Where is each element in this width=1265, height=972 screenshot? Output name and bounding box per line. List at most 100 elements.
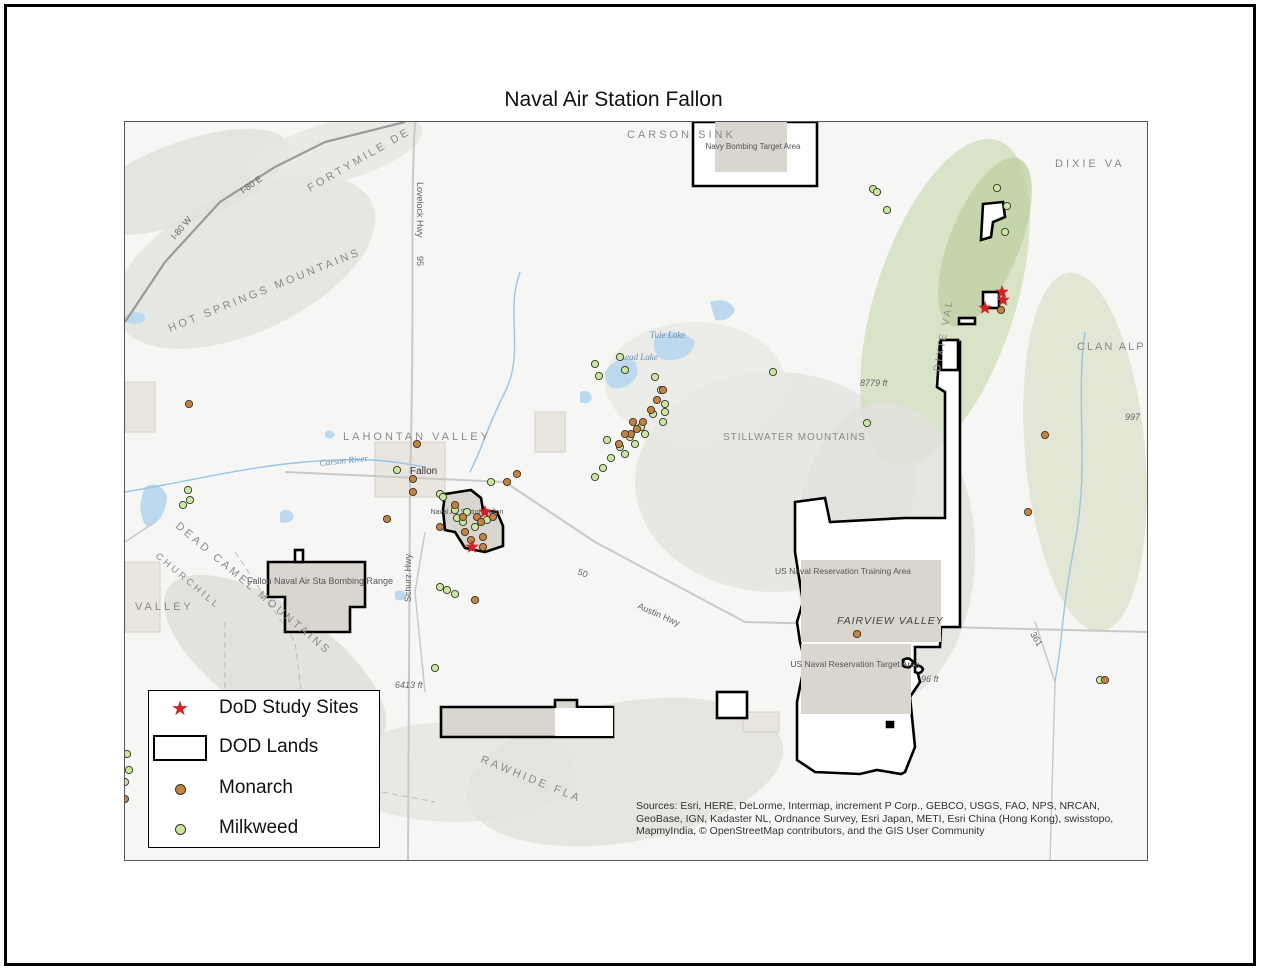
milkweed-point — [438, 492, 448, 502]
legend-label-study-sites: DoD Study Sites — [219, 697, 359, 718]
milkweed-point — [598, 463, 608, 473]
milkweed-point — [1000, 227, 1010, 237]
monarch-point — [1040, 430, 1050, 440]
milkweed-point — [392, 465, 402, 475]
legend-monarch-dot-icon — [149, 771, 211, 807]
label-valley: VALLEY — [135, 601, 194, 613]
milkweed-point — [1002, 201, 1012, 211]
monarch-point — [478, 532, 488, 542]
milkweed-point — [590, 359, 600, 369]
monarch-point — [628, 417, 638, 427]
milkweed-point — [125, 765, 134, 775]
legend-row-milkweed: Milkweed — [149, 811, 379, 847]
label-us-naval-training: US Naval Reservation Training Area — [775, 566, 911, 576]
milkweed-point — [470, 522, 480, 532]
label-peak-96: 96 ft — [921, 674, 939, 684]
monarch-point — [466, 535, 476, 545]
monarch-point — [470, 595, 480, 605]
monarch-point — [652, 395, 662, 405]
monarch-point — [125, 794, 130, 804]
river-layer — [125, 271, 1086, 683]
monarch-point — [408, 487, 418, 497]
page-frame — [4, 4, 1256, 966]
milkweed-point — [620, 365, 630, 375]
label-lead-lake: Lead Lake — [619, 352, 658, 362]
monarch-point — [646, 405, 656, 415]
milkweed-point — [640, 429, 650, 439]
monarch-point — [435, 522, 445, 532]
label-peak-997: 997 — [1125, 412, 1141, 422]
monarch-layer — [125, 305, 1110, 804]
milkweed-point — [615, 352, 625, 362]
monarch-point — [632, 424, 642, 434]
milkweed-point — [450, 589, 460, 599]
map-credits: Sources: Esri, HERE, DeLorme, Intermap, … — [636, 800, 1114, 837]
label-peak-6413: 6413 ft — [395, 680, 423, 690]
legend-row-dod-lands: DOD Lands — [149, 730, 379, 766]
dod-land-fallon-bombing-range — [266, 560, 367, 634]
study-site-star-icon — [465, 540, 479, 553]
monarch-point — [620, 429, 630, 439]
study-site-star-icon — [478, 505, 492, 518]
milkweed-point — [768, 367, 778, 377]
milkweed-point — [602, 435, 612, 445]
label-lahontan-valley: LAHONTAN VALLEY — [343, 431, 491, 443]
water-layer — [125, 300, 735, 601]
study-site-layer — [465, 285, 1010, 553]
label-navy-bombing-target: Navy Bombing Target Area — [705, 142, 801, 151]
milkweed-point — [486, 477, 496, 487]
label-hwy-50: 50 — [576, 567, 589, 580]
monarch-point — [502, 477, 512, 487]
milkweed-point — [862, 418, 872, 428]
milkweed-point — [620, 449, 630, 459]
milkweed-point — [650, 372, 660, 382]
map-title-text: Naval Air Station Fallon — [504, 88, 723, 111]
milkweed-point — [630, 439, 640, 449]
label-fallon-bombing-range: Fallon Naval Air Sta Bombing Range — [247, 576, 393, 586]
legend-milkweed-dot-icon — [149, 811, 211, 847]
study-site-star-icon — [995, 285, 1009, 298]
monarch-point — [412, 439, 422, 449]
monarch-point — [488, 512, 498, 522]
legend-row-study-sites: ★ DoD Study Sites — [149, 691, 379, 727]
study-site-star-icon — [996, 293, 1010, 306]
label-dixie-valley: DIXIE VA — [1055, 158, 1125, 170]
label-fallon: Fallon — [410, 466, 437, 477]
label-stillwater-mountains: STILLWATER MOUNTAINS — [723, 432, 866, 443]
milkweed-point — [658, 417, 668, 427]
milkweed-point — [590, 472, 600, 482]
legend-label-monarch: Monarch — [219, 777, 293, 798]
legend-star-icon: ★ — [171, 698, 189, 720]
monarch-point — [184, 399, 194, 409]
monarch-point — [382, 514, 392, 524]
monarch-point — [852, 629, 862, 639]
legend-label-milkweed: Milkweed — [219, 817, 299, 838]
milkweed-point — [594, 371, 604, 381]
milkweed-point — [178, 500, 188, 510]
milkweed-point — [430, 663, 440, 673]
monarch-point — [476, 517, 486, 527]
monarch-point — [460, 527, 470, 537]
milkweed-point — [660, 407, 670, 417]
basemap[interactable]: CARSON SINK DIXIE VA FORTYMILE DE HOT SP… — [125, 122, 1148, 861]
monarch-point — [996, 305, 1006, 315]
monarch-point — [512, 469, 522, 479]
legend-row-monarch: Monarch — [149, 771, 379, 807]
legend-label-dod-lands: DOD Lands — [219, 736, 319, 757]
monarch-point — [638, 417, 648, 427]
label-us-naval-target: US Naval Reservation Target Area — [790, 659, 920, 669]
monarch-point — [1023, 507, 1033, 517]
monarch-point — [614, 439, 624, 449]
monarch-point — [458, 512, 468, 522]
milkweed-point — [660, 399, 670, 409]
label-austin-hwy: Austin Hwy — [636, 601, 682, 629]
study-site-star-icon — [978, 301, 992, 314]
monarch-point — [478, 542, 488, 552]
milkweed-point — [435, 582, 445, 592]
label-lovelock-hwy: Lovelock Hwy — [415, 182, 425, 238]
label-fairview-valley: FAIRVIEW VALLEY — [837, 615, 944, 627]
milkweed-point — [185, 495, 195, 505]
milkweed-point — [125, 777, 130, 787]
map-title: Naval Air Station Fallon — [0, 88, 1265, 112]
map-legend: ★ DoD Study Sites DOD Lands Monarch Milk… — [148, 690, 380, 848]
